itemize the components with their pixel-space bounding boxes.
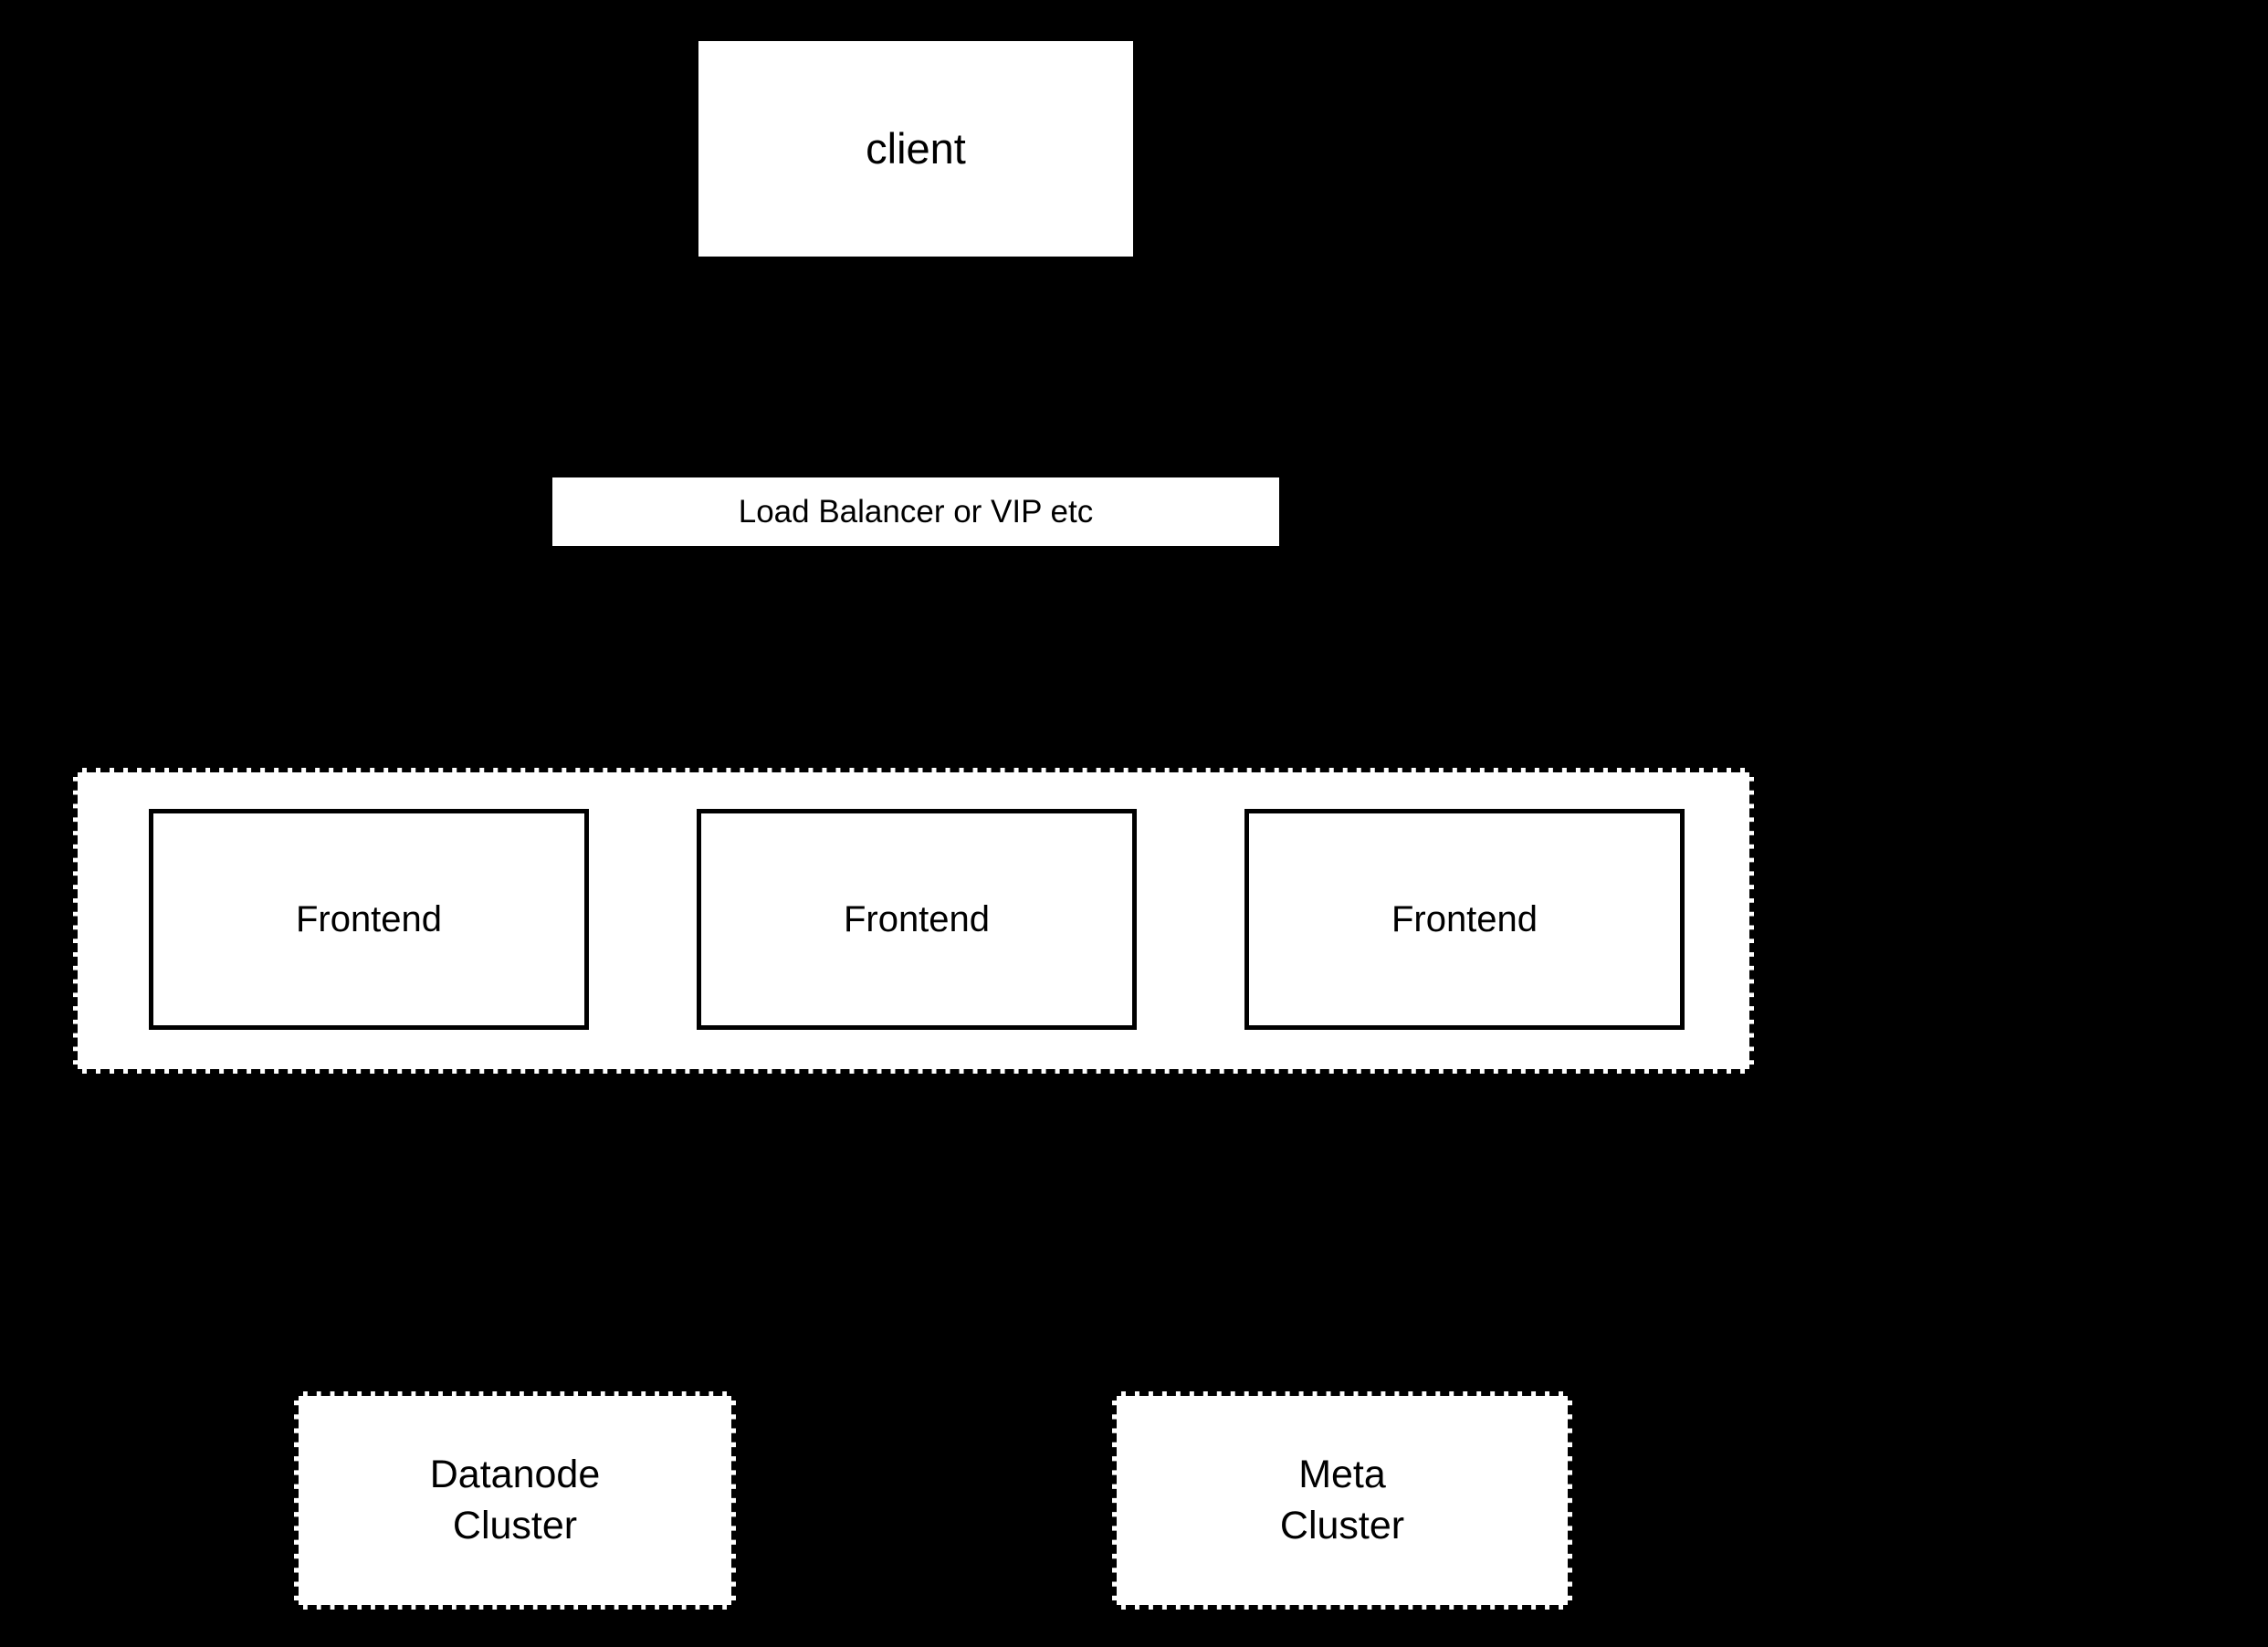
node-meta-cluster-label: Meta Cluster [1280, 1450, 1404, 1550]
node-datanode-cluster[interactable]: Datanode Cluster [294, 1391, 736, 1610]
node-meta-cluster-label-line1: Meta [1298, 1453, 1386, 1497]
node-frontend-3-label: Frontend [1391, 898, 1538, 939]
frontend-cluster-container[interactable]: Frontend Frontend Frontend [73, 768, 1754, 1074]
node-datanode-cluster-label: Datanode Cluster [430, 1450, 601, 1550]
node-load-balancer[interactable]: Load Balancer or VIP etc [552, 477, 1279, 546]
node-client-label: client [866, 124, 966, 173]
node-load-balancer-label: Load Balancer or VIP etc [738, 493, 1094, 530]
node-client[interactable]: client [698, 41, 1133, 257]
node-meta-cluster[interactable]: Meta Cluster [1112, 1391, 1572, 1610]
node-meta-cluster-label-line2: Cluster [1279, 1503, 1405, 1547]
node-datanode-cluster-label-line2: Cluster [452, 1503, 578, 1547]
node-datanode-cluster-label-line1: Datanode [429, 1453, 601, 1497]
node-frontend-2[interactable]: Frontend [697, 809, 1137, 1030]
node-frontend-1-label: Frontend [295, 898, 443, 939]
node-frontend-2-label: Frontend [843, 898, 991, 939]
node-frontend-1[interactable]: Frontend [149, 809, 589, 1030]
node-frontend-3[interactable]: Frontend [1244, 809, 1685, 1030]
